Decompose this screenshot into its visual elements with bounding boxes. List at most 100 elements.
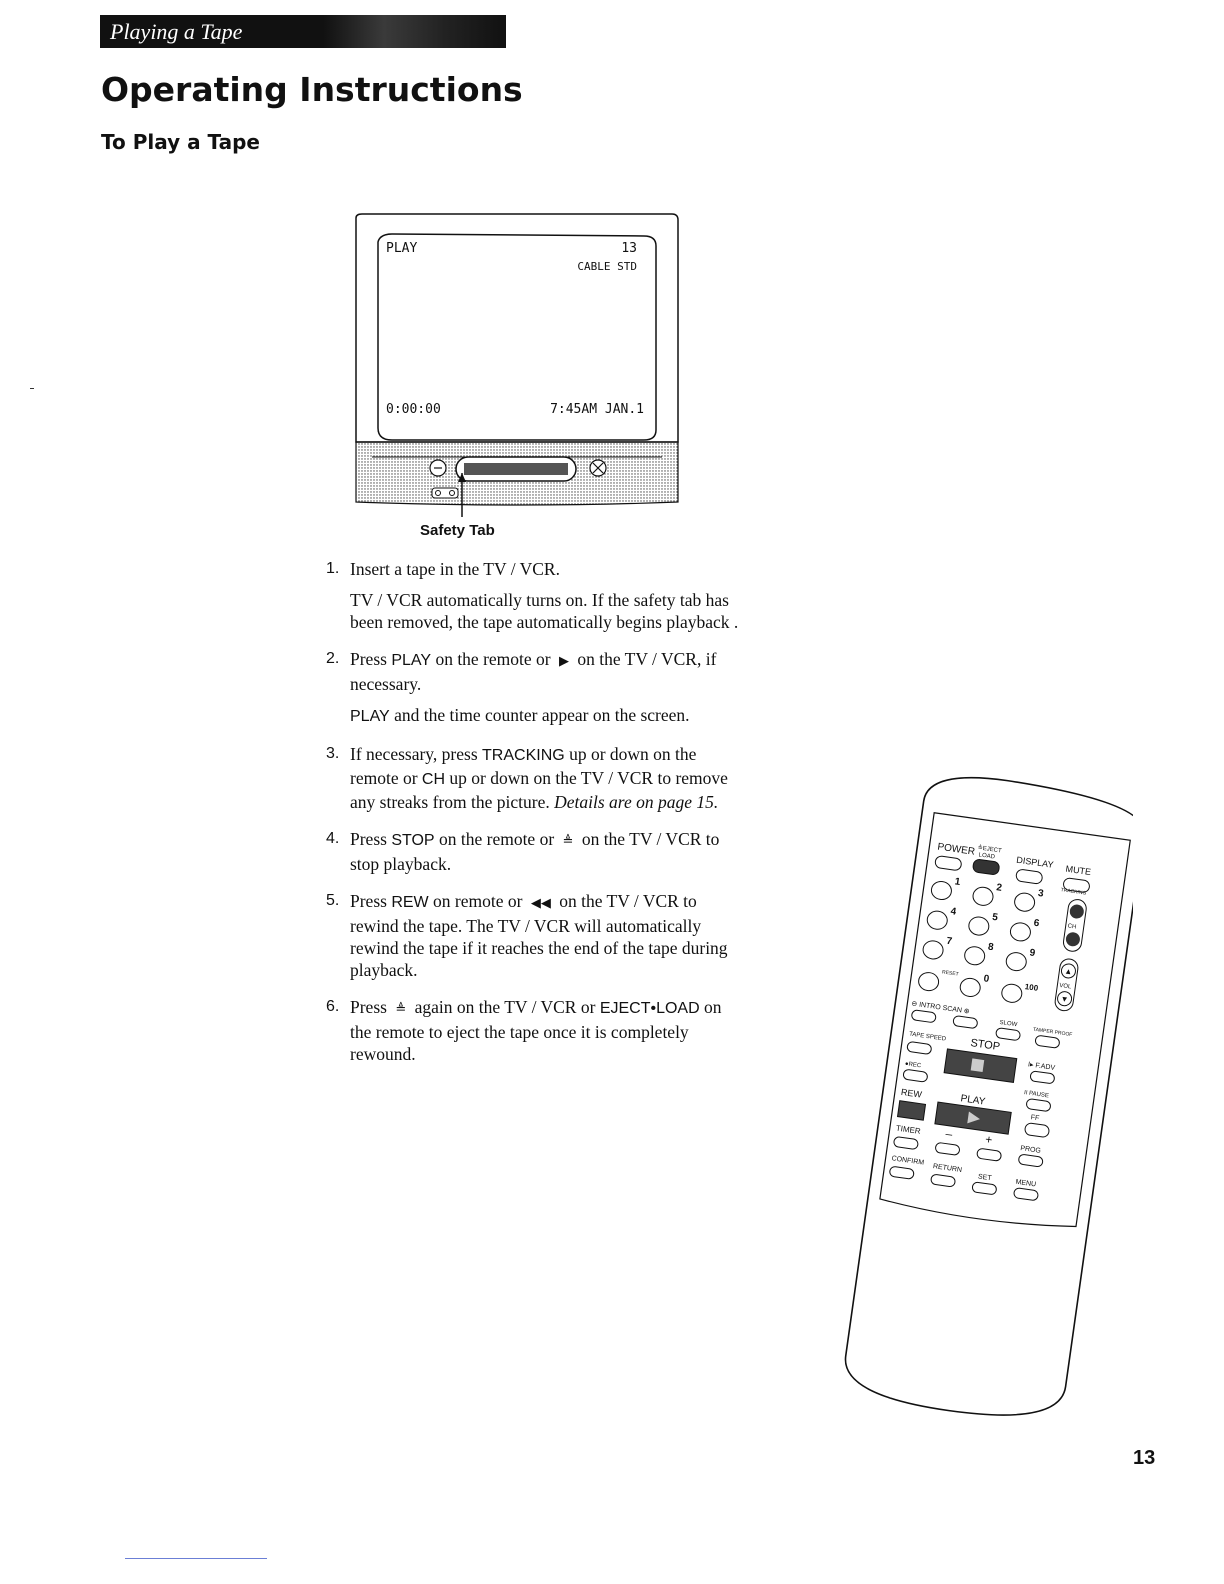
minus-label: – — [945, 1127, 954, 1142]
power-label: POWER — [937, 842, 976, 858]
prog-label: PROG — [1020, 1145, 1041, 1155]
step-2: 2. Press PLAY on the remote or ▶ on the … — [326, 648, 746, 728]
svg-text:5: 5 — [991, 912, 998, 924]
record-label: ●REC — [904, 1061, 922, 1069]
step-number: 6. — [326, 998, 340, 1015]
channel-down-button — [1065, 932, 1080, 947]
power-button — [934, 855, 962, 871]
page-title: Operating Instructions — [101, 70, 523, 109]
tv-vcr-illustration: PLAY 13 CABLE STD 0:00:00 7:45AM JAN.1 — [352, 212, 692, 517]
channel-up-button — [1069, 904, 1084, 919]
remote-control-illustration: POWER ≜EJECT LOAD DISPLAY MUTE 1 2 3 4 5 — [843, 773, 1145, 1423]
rewind-button — [896, 1100, 927, 1121]
stop-label: STOP — [970, 1037, 1001, 1053]
svg-text:4: 4 — [950, 906, 957, 918]
svg-text:1: 1 — [954, 876, 961, 888]
instruction-steps: 1. Insert a tape in the TV / VCR. TV / V… — [326, 558, 746, 1080]
eject-label: ≜EJECT — [977, 843, 1002, 854]
cross-reference: Details are on page 15. — [554, 792, 719, 812]
step-detail: PLAY and the time counter appear on the … — [350, 705, 690, 725]
key-play: PLAY — [350, 708, 390, 725]
key-ch: CH — [421, 771, 446, 788]
mute-label: MUTE — [1065, 864, 1092, 877]
ch-label: CH — [1067, 923, 1076, 930]
tracking-label: TRACKING — [1060, 887, 1087, 897]
screen-tuner-text: CABLE STD — [577, 260, 637, 273]
screen-channel-text: 13 — [621, 241, 637, 256]
menu-label: MENU — [1015, 1179, 1036, 1189]
eject-icon: ≜ — [395, 1002, 407, 1017]
svg-text:3: 3 — [1037, 888, 1044, 900]
plus-label: + — [984, 1132, 993, 1147]
volume-down-button — [1057, 991, 1073, 1007]
svg-text:RESET: RESET — [942, 969, 959, 977]
remote-drawing: POWER ≜EJECT LOAD DISPLAY MUTE 1 2 3 4 5 — [844, 776, 1145, 1416]
step-text: Press STOP on the remote or ≜ on the TV … — [350, 829, 720, 874]
step-text: Insert a tape in the TV / VCR. — [350, 559, 560, 579]
set-label: SET — [977, 1173, 992, 1182]
key-rew: REW — [391, 894, 429, 911]
tv-vcr-drawing: PLAY 13 CABLE STD 0:00:00 7:45AM JAN.1 — [355, 213, 679, 517]
play-icon: ▶ — [558, 654, 569, 669]
rewind-label: REW — [900, 1087, 923, 1100]
step-text: Press PLAY on the remote or ▶ on the TV … — [350, 649, 717, 694]
pause-label: II PAUSE — [1024, 1090, 1049, 1099]
display-button — [1015, 869, 1043, 885]
volume-up-button — [1060, 963, 1076, 979]
step-4: 4. Press STOP on the remote or ≜ on the … — [326, 828, 746, 875]
svg-text:6: 6 — [1033, 918, 1040, 930]
svg-text:▼: ▼ — [1060, 994, 1069, 1004]
eject-load-button — [972, 859, 1000, 875]
step-text: Press ≜ again on the TV / VCR or EJECT•L… — [350, 997, 722, 1064]
ff-label: FF — [1030, 1114, 1039, 1122]
timer-label: TIMER — [895, 1124, 921, 1136]
screen-counter-text: 0:00:00 — [386, 402, 441, 417]
fast-forward-button — [1024, 1122, 1050, 1138]
svg-text:8: 8 — [987, 942, 994, 954]
play-label: PLAY — [960, 1093, 986, 1107]
rewind-icon: ◀◀ — [530, 896, 551, 911]
key-eject-load: EJECT•LOAD — [599, 1000, 700, 1017]
step-number: 2. — [326, 650, 340, 667]
step-3: 3. If necessary, press TRACKING up or do… — [326, 743, 746, 813]
step-1: 1. Insert a tape in the TV / VCR. TV / V… — [326, 558, 746, 633]
key-play: PLAY — [391, 652, 432, 669]
step-6: 6. Press ≜ again on the TV / VCR or EJEC… — [326, 996, 746, 1065]
step-number: 5. — [326, 892, 340, 909]
eject-icon: ≜ — [562, 834, 574, 849]
vol-label: VOL — [1059, 983, 1072, 991]
step-text: Press REW on remote or ◀◀ on the TV / VC… — [350, 891, 728, 980]
number-keypad: 1 2 3 4 5 6 7 8 9 RESET 0 — [918, 876, 1045, 1003]
tape-speed-label: TAPE SPEED — [909, 1031, 947, 1042]
slow-label: SLOW — [999, 1020, 1018, 1028]
mute-button — [1063, 877, 1090, 893]
svg-text:7: 7 — [946, 936, 953, 948]
return-label: RETURN — [932, 1163, 962, 1174]
margin-mark — [30, 388, 34, 389]
step-detail: TV / VCR automatically turns on. If the … — [350, 590, 739, 632]
tamper-proof-label: TAMPER PROOF — [1033, 1027, 1073, 1038]
load-label: LOAD — [978, 852, 996, 860]
frame-advance-label: I▸ F.ADV — [1028, 1061, 1056, 1072]
step-number: 1. — [326, 560, 340, 577]
key-tracking: TRACKING — [482, 747, 565, 764]
svg-text:100: 100 — [1024, 982, 1039, 993]
page-number: 13 — [1133, 1447, 1156, 1469]
svg-text:2: 2 — [996, 882, 1003, 894]
step-5: 5. Press REW on remote or ◀◀ on the TV /… — [326, 890, 746, 981]
tape-opening — [464, 463, 568, 475]
section-tab: Playing a Tape — [100, 15, 506, 48]
safety-tab-caption: Safety Tab — [420, 522, 495, 539]
screen-clock-text: 7:45AM JAN.1 — [550, 402, 644, 417]
key-stop: STOP — [391, 832, 435, 849]
footer-rule — [125, 1558, 267, 1559]
svg-text:9: 9 — [1029, 947, 1036, 959]
step-text: If necessary, press TRACKING up or down … — [350, 744, 728, 812]
step-number: 3. — [326, 745, 340, 762]
step-number: 4. — [326, 830, 340, 847]
section-tab-label: Playing a Tape — [110, 19, 243, 44]
confirm-label: CONFIRM — [891, 1155, 924, 1167]
section-heading: To Play a Tape — [101, 130, 260, 154]
svg-text:▲: ▲ — [1064, 966, 1073, 976]
screen-mode-text: PLAY — [386, 241, 417, 256]
